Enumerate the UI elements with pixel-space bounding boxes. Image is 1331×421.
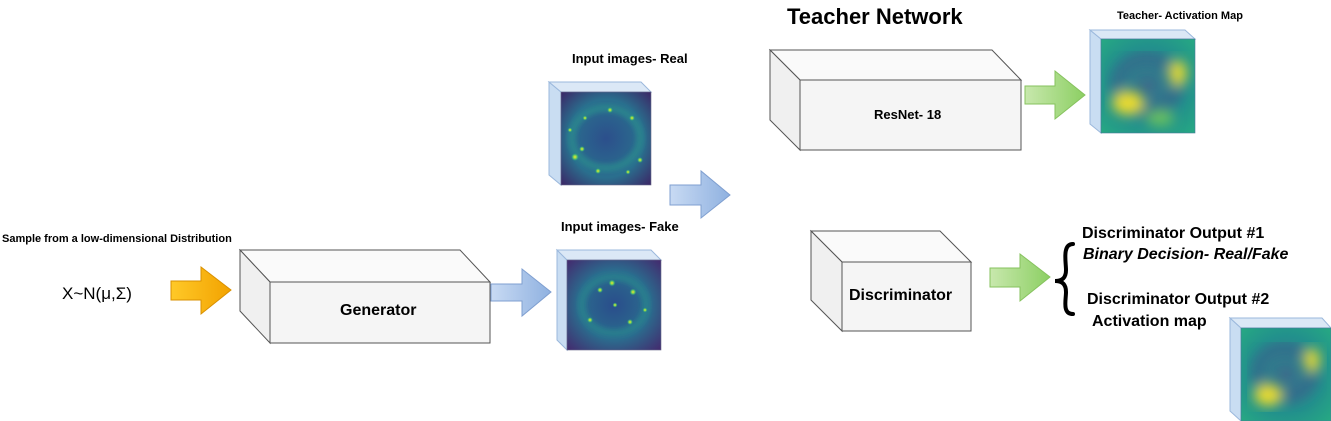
green-arrow-icon [989, 252, 1051, 303]
green-arrow-icon [1024, 69, 1086, 121]
discriminator-label: Discriminator [849, 287, 953, 304]
resnet-label: ResNet- 18 [874, 107, 942, 122]
real-image-stack [547, 80, 653, 187]
discriminator-activation-map [1228, 316, 1331, 421]
discriminator-block [809, 229, 973, 333]
generator-block [238, 248, 492, 345]
generator-label: Generator [340, 302, 417, 319]
blue-arrow-icon [490, 267, 552, 318]
output2-title: Discriminator Output #2 [1087, 291, 1270, 308]
input-fake-label: Input images- Fake [561, 219, 679, 234]
resnet-block [768, 48, 1023, 152]
distribution-formula: X~N(μ,Σ) [62, 284, 132, 303]
teacher-activation-map [1088, 28, 1197, 135]
input-real-label: Input images- Real [572, 51, 688, 66]
blue-arrow-icon [669, 169, 731, 220]
curly-brace-icon [1054, 242, 1075, 316]
orange-arrow-icon [170, 265, 232, 316]
output1-detail: Binary Decision- Real/Fake [1083, 246, 1289, 263]
fake-image-stack [555, 248, 663, 352]
sample-label: Sample from a low-dimensional Distributi… [2, 233, 232, 245]
diagram-title: Teacher Network [787, 4, 963, 29]
output1-title: Discriminator Output #1 [1082, 225, 1265, 242]
teacher-map-label: Teacher- Activation Map [1117, 10, 1243, 22]
output2-detail: Activation map [1092, 313, 1207, 330]
